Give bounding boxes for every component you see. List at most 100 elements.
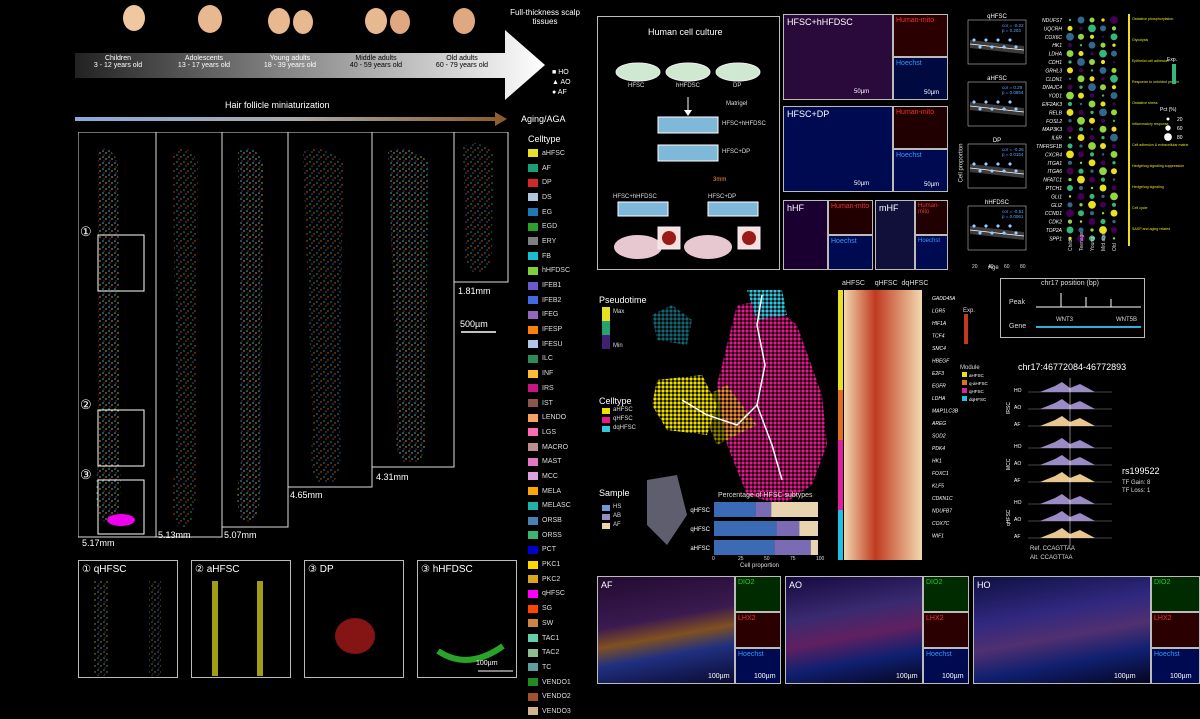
dot xyxy=(1067,202,1073,208)
face-icon xyxy=(365,8,387,34)
bar-segment xyxy=(774,540,811,555)
legend-label: hHFDSC xyxy=(542,267,571,275)
heat-gene-label: GADD45A xyxy=(932,296,956,302)
track-signal xyxy=(1040,382,1095,392)
dot xyxy=(1101,135,1105,140)
legend-swatch xyxy=(528,296,538,305)
legend-label: EG xyxy=(542,208,553,216)
legend-item: PKC2 xyxy=(528,572,590,587)
pct-dot xyxy=(1165,125,1171,131)
alt-seq: Alt. CCAGTTAA xyxy=(1030,555,1073,561)
data-point xyxy=(1002,169,1006,173)
gene-label: HK1 xyxy=(1052,43,1062,49)
dot xyxy=(1068,136,1072,139)
dot xyxy=(1111,67,1117,73)
dot xyxy=(1110,133,1118,142)
circle-label: ① xyxy=(80,224,92,239)
legend-item: DP xyxy=(528,175,590,190)
trend-line xyxy=(969,167,1025,175)
legend-item: TC xyxy=(528,660,590,675)
gene-label: LDHA xyxy=(1049,52,1063,58)
dot xyxy=(1068,236,1072,241)
dot xyxy=(1068,77,1072,81)
culture-panel: Human cell culture HFSC hHFDSC DP Matrig… xyxy=(597,16,780,270)
legend-label: dqHFSC xyxy=(613,425,637,431)
dot xyxy=(1067,84,1073,90)
legend-swatch xyxy=(528,560,538,569)
micro-blue: Hoechst xyxy=(828,235,873,270)
dot xyxy=(1079,203,1083,207)
y-label: Cell proportion xyxy=(958,143,965,183)
age-plot-frame xyxy=(967,205,1027,251)
dot xyxy=(1100,143,1106,149)
data-point xyxy=(1008,224,1012,228)
region-label: chr17:46772084-46772893 xyxy=(1018,362,1127,372)
dot xyxy=(1078,68,1084,73)
gene-label: PTCH1 xyxy=(1046,186,1063,192)
legend-label: MAST xyxy=(542,458,562,466)
legend-item: ORSS xyxy=(528,528,590,543)
data-point xyxy=(972,38,976,42)
legend-label: SW xyxy=(542,619,554,627)
legend-label: IST xyxy=(542,399,553,407)
data-point xyxy=(972,100,976,104)
exp-label: Exp. xyxy=(1167,57,1177,63)
if-main: AF 100µm xyxy=(597,576,735,684)
module-bar xyxy=(838,290,843,390)
legend-item: ILC xyxy=(528,352,590,367)
dot xyxy=(1099,226,1107,234)
dot xyxy=(1088,159,1096,167)
zoom-panel: ② aHFSC xyxy=(191,560,291,678)
micro-hhf: hHF xyxy=(783,200,828,270)
legend-label: IFESP xyxy=(542,326,563,334)
face-icon xyxy=(268,8,290,34)
group-label: Child xyxy=(1068,239,1074,251)
legend-item: VENDO1 xyxy=(528,675,590,690)
data-point xyxy=(996,162,1000,166)
legend-swatch xyxy=(528,237,538,246)
celltype-title: Celltype xyxy=(599,396,632,406)
legend-swatch xyxy=(528,663,538,672)
row-label: AO xyxy=(1014,405,1021,411)
dot xyxy=(1088,24,1096,33)
dot xyxy=(1066,32,1074,41)
combo-label: HFSC+DP xyxy=(722,149,751,155)
data-point xyxy=(978,107,982,111)
legend-swatch xyxy=(528,707,538,716)
legend-item: SG xyxy=(528,601,590,616)
legend-swatch xyxy=(528,648,538,657)
dot xyxy=(1067,126,1073,133)
bars-xlabel: Cell proportion xyxy=(740,563,780,569)
bar-segment xyxy=(810,540,818,555)
row-label: AF xyxy=(1014,534,1020,540)
dot xyxy=(1068,60,1072,64)
face-icon xyxy=(453,8,475,34)
legend-label: IFESU xyxy=(542,340,563,348)
dot xyxy=(1078,92,1084,99)
gene-label: GLI2 xyxy=(1051,203,1062,209)
module-label: dqHFSC xyxy=(969,397,987,402)
dot xyxy=(1066,91,1074,100)
legend-item: IFESP xyxy=(528,322,590,337)
age-plot-title: aHFSC xyxy=(987,76,1007,82)
legend-item: ERY xyxy=(528,234,590,249)
legend-label: MACRO xyxy=(542,443,569,451)
heat-gene-label: SMC4 xyxy=(932,346,946,352)
dot xyxy=(1078,210,1084,217)
legend-item: IFEG xyxy=(528,308,590,323)
heat-gene-label: E2F3 xyxy=(932,371,944,377)
dot xyxy=(1111,109,1117,116)
dot xyxy=(1066,150,1074,159)
dot xyxy=(1077,116,1085,125)
dot xyxy=(1066,108,1074,116)
legend-swatch xyxy=(528,164,538,173)
data-point xyxy=(1014,45,1018,49)
module-bar xyxy=(838,440,843,510)
dot xyxy=(1088,142,1096,150)
row-label: AF xyxy=(1014,478,1020,484)
legend-label: TAC1 xyxy=(542,634,560,642)
age-plot-stat: p = 0.0854 xyxy=(1002,90,1024,95)
dot xyxy=(1100,84,1106,91)
